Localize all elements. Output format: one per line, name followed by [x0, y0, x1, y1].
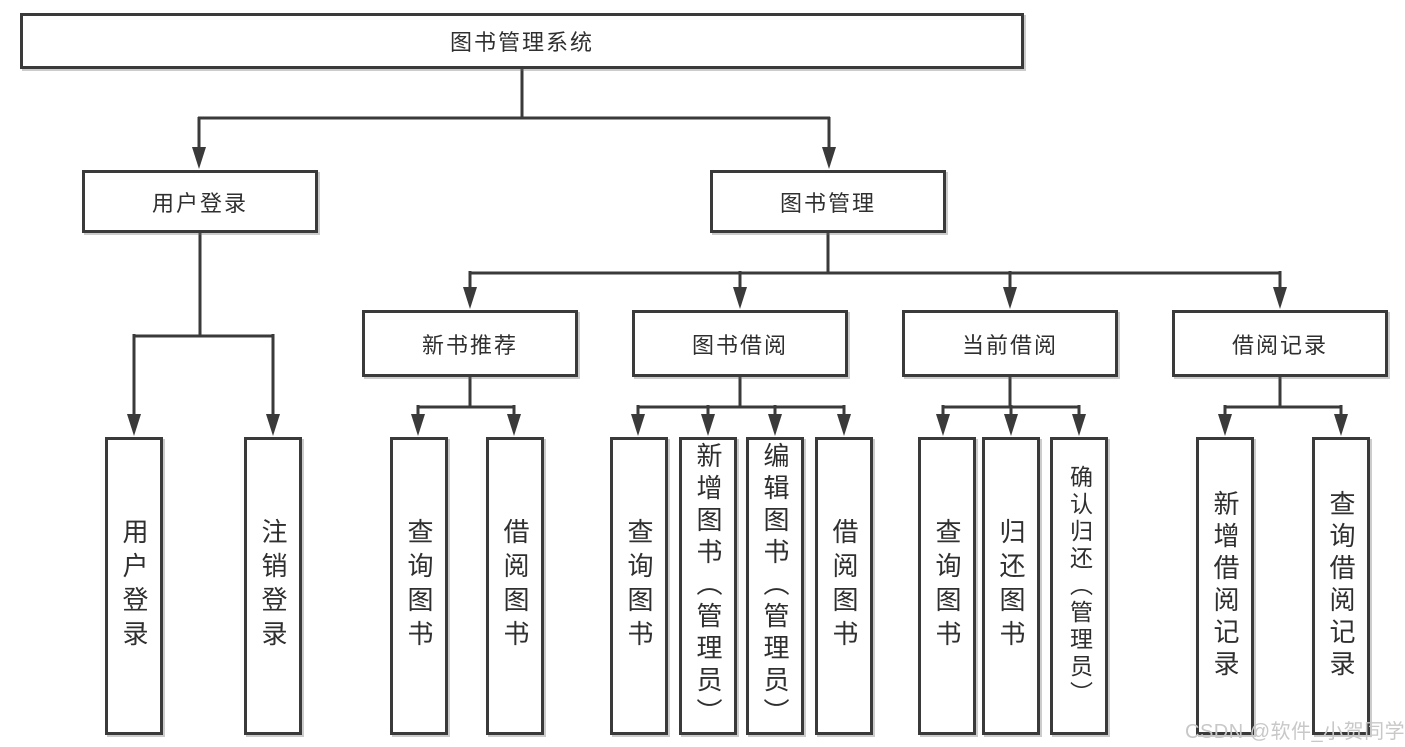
- leaf-label: 确认归还（管理员）: [1066, 464, 1093, 708]
- connector-bookmgmt-to-level3: [468, 232, 1282, 291]
- leaf-label: 查询图书: [932, 518, 962, 654]
- leaf-add-book-admin: 新增图书（管理员）: [679, 437, 737, 735]
- leaf-return-book: 归还图书: [982, 437, 1040, 735]
- leaf-label: 新增图书（管理员）: [693, 442, 723, 730]
- connector-bookborrow-to-leaves: [636, 376, 846, 419]
- node-book-borrow: 图书借阅: [632, 310, 848, 377]
- leaf-label: 查询图书: [624, 518, 654, 654]
- node-label: 图书管理系统: [449, 30, 594, 55]
- leaf-user-login: 用户登录: [105, 437, 163, 735]
- leaf-borrow-book-recommend: 借阅图书: [486, 437, 544, 735]
- node-label: 图书借阅: [691, 332, 788, 358]
- leaf-query-book-current: 查询图书: [918, 437, 976, 735]
- leaf-label: 用户登录: [119, 518, 149, 654]
- leaf-label: 注销登录: [258, 518, 288, 654]
- leaf-edit-book-admin: 编辑图书（管理员）: [746, 437, 804, 735]
- connector-records-to-leaves: [1223, 376, 1343, 419]
- node-label: 借阅记录: [1231, 332, 1328, 358]
- leaf-borrow-book: 借阅图书: [815, 437, 873, 735]
- connector-root-to-level2: [197, 69, 831, 150]
- node-new-book-recommend: 新书推荐: [362, 310, 578, 377]
- leaf-label: 查询借阅记录: [1326, 490, 1356, 682]
- leaf-label: 查询图书: [404, 518, 434, 654]
- node-label: 用户登录: [151, 190, 248, 216]
- node-label: 新书推荐: [421, 332, 518, 358]
- leaf-query-book-recommend: 查询图书: [390, 437, 448, 735]
- leaf-add-borrow-record: 新增借阅记录: [1196, 437, 1254, 735]
- leaf-label: 借阅图书: [829, 518, 859, 654]
- node-current-borrow: 当前借阅: [902, 310, 1118, 377]
- connector-newbook-to-leaves: [416, 376, 516, 419]
- node-label: 图书管理: [779, 190, 876, 216]
- node-label: 当前借阅: [961, 332, 1058, 358]
- connector-userlogin-to-leaves: [132, 232, 275, 418]
- leaf-label: 归还图书: [996, 518, 1026, 654]
- leaf-label: 新增借阅记录: [1210, 490, 1240, 682]
- node-user-login: 用户登录: [82, 170, 318, 233]
- node-book-management: 图书管理: [710, 170, 946, 233]
- leaf-label: 借阅图书: [500, 518, 530, 654]
- leaf-query-book-borrow: 查询图书: [610, 437, 668, 735]
- leaf-label: 编辑图书（管理员）: [760, 442, 790, 730]
- leaf-logout: 注销登录: [244, 437, 302, 735]
- leaf-confirm-return-admin: 确认归还（管理员）: [1050, 437, 1108, 735]
- leaf-query-borrow-record: 查询借阅记录: [1312, 437, 1370, 735]
- node-library-system: 图书管理系统: [20, 13, 1024, 69]
- node-borrow-records: 借阅记录: [1172, 310, 1388, 377]
- watermark: CSDN @软件_小贺同学: [1185, 721, 1405, 743]
- connector-currentborrow-to-leaves: [941, 376, 1081, 419]
